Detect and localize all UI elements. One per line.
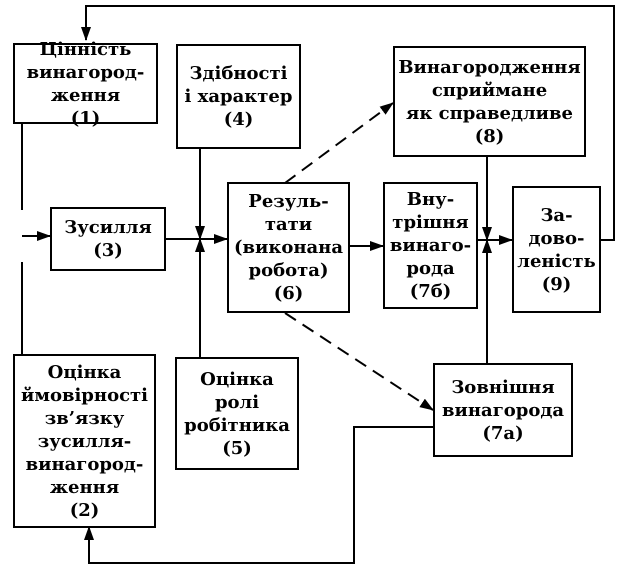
box-probability-line-3: зв’язку	[44, 407, 125, 429]
box-ability-line-2: і характер	[184, 86, 293, 107]
feedback-satisfaction-to-value-arrow	[81, 5, 615, 241]
box-value-line-2: винагород-	[26, 61, 145, 83]
box-value-line-4: (1)	[70, 107, 101, 129]
box-intrinsic-line-3: винаго-	[389, 235, 472, 256]
box-probability-line-7: (2)	[69, 499, 100, 521]
box-probability-line-2: ймовірності	[20, 384, 149, 406]
box-value-line-3: ження	[50, 84, 121, 106]
box-role-line-3: робітника	[184, 414, 290, 436]
performance-to-fairness-dashed-arrow	[284, 102, 394, 184]
box-effort: Зусилля (3)	[50, 207, 166, 271]
box-probability-line-4: зусилля-	[37, 430, 132, 452]
box-intrinsic-line-4: рода	[406, 258, 455, 279]
box-satisfaction-line-4: (9)	[541, 273, 572, 295]
box-ability-line-3: (4)	[223, 109, 254, 130]
box-satisfaction-line-2: дово-	[528, 227, 585, 249]
box-performance-line-3: (виконана	[233, 237, 344, 258]
box-role-line-2: ролі	[214, 391, 260, 413]
box-fairness-line-1: Винагородження	[398, 56, 581, 78]
box-intrinsic-line-5: (7б)	[409, 281, 452, 302]
box-performance-line-1: Резуль-	[248, 191, 329, 212]
box-performance: Резуль- тати (виконана робота) (6)	[227, 182, 350, 313]
box-role-perception: Оцінка ролі робітника (5)	[175, 357, 299, 470]
box-fairness-line-2: сприймане	[431, 79, 548, 101]
performance-to-extrinsic-dashed-arrow	[284, 312, 434, 411]
box-role-line-4: (5)	[222, 437, 252, 459]
box-intrinsic-reward: Вну- трішня винаго- рода (7б)	[383, 182, 478, 309]
box-extrinsic-reward: Зовнішня винагорода (7а)	[433, 363, 573, 457]
box-probability-line-1: Оцінка	[47, 361, 122, 383]
box-intrinsic-line-1: Вну-	[406, 189, 455, 210]
box-satisfaction-line-3: леність	[517, 250, 596, 272]
box-effort-line-2: (3)	[93, 240, 123, 261]
box-extrinsic-line-1: Зовнішня	[451, 376, 555, 398]
box-probability-estimate: Оцінка ймовірності зв’язку зусилля- вина…	[13, 354, 156, 528]
box-value-of-reward: Цінність винагород- ження (1)	[13, 39, 158, 129]
box-extrinsic-line-3: (7а)	[482, 422, 524, 444]
box-value-line-1: Цінність	[39, 38, 132, 60]
box-fairness-line-3: як справедливе	[406, 102, 573, 124]
box-role-line-1: Оцінка	[200, 368, 274, 390]
box-probability-line-5: винагород-	[25, 453, 144, 475]
box-perceived-fairness: Винагородження сприймане як справедливе …	[393, 46, 586, 157]
extrinsic-to-probability-feedback-arrow	[84, 426, 433, 564]
box-effort-line-1: Зусилля	[64, 217, 152, 238]
box-satisfaction: За- дово- леність (9)	[512, 186, 601, 313]
box-extrinsic-line-2: винагорода	[442, 399, 564, 421]
box-satisfaction-line-1: За-	[540, 204, 573, 226]
box-fairness-line-4: (8)	[474, 125, 505, 147]
box-performance-line-4: робота)	[248, 260, 329, 281]
box-performance-line-5: (6)	[273, 283, 304, 304]
box-ability-line-1: Здібності	[189, 63, 288, 84]
box-probability-line-6: ження	[49, 476, 120, 498]
box-performance-line-2: тати	[264, 214, 313, 235]
box-intrinsic-line-2: трішня	[392, 212, 469, 233]
box-ability-and-character: Здібності і характер (4)	[176, 44, 301, 149]
